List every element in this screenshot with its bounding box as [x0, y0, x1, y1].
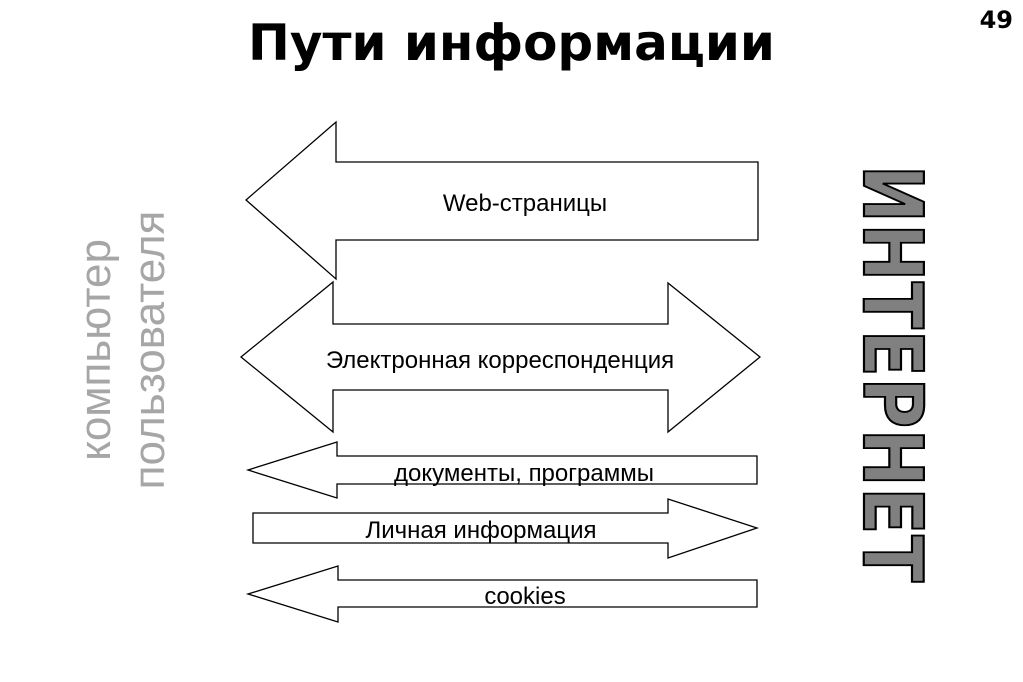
arrow-web-pages-shape	[245, 120, 759, 281]
arrow-email: Электронная корреспонденция	[239, 280, 762, 434]
arrow-documents: документы, программы	[245, 441, 758, 499]
arrow-email-label: Электронная корреспонденция	[326, 347, 674, 374]
user-computer-label-line1: компьютер	[71, 239, 120, 461]
arrow-cookies: cookies	[245, 565, 758, 623]
arrow-web-pages: Web-страницы	[245, 120, 759, 281]
arrow-web-pages-label: Web-страницы	[443, 190, 607, 217]
arrow-cookies-label: cookies	[484, 583, 565, 610]
user-computer-label-line2: пользователя	[125, 211, 174, 490]
slide-title: Пути информации	[248, 14, 775, 72]
arrow-documents-label: документы, программы	[394, 460, 654, 487]
arrow-cookies-shape	[245, 565, 758, 623]
arrow-personal-info-label: Личная информация	[365, 517, 596, 544]
page-number: 49	[979, 6, 1013, 34]
arrow-personal-info-shape	[252, 498, 760, 559]
arrow-documents-shape	[245, 441, 758, 499]
internet-label: ИНТЕРНЕТ	[844, 165, 939, 583]
arrow-personal-info: Личная информация	[252, 498, 760, 559]
arrow-email-shape	[239, 280, 762, 434]
